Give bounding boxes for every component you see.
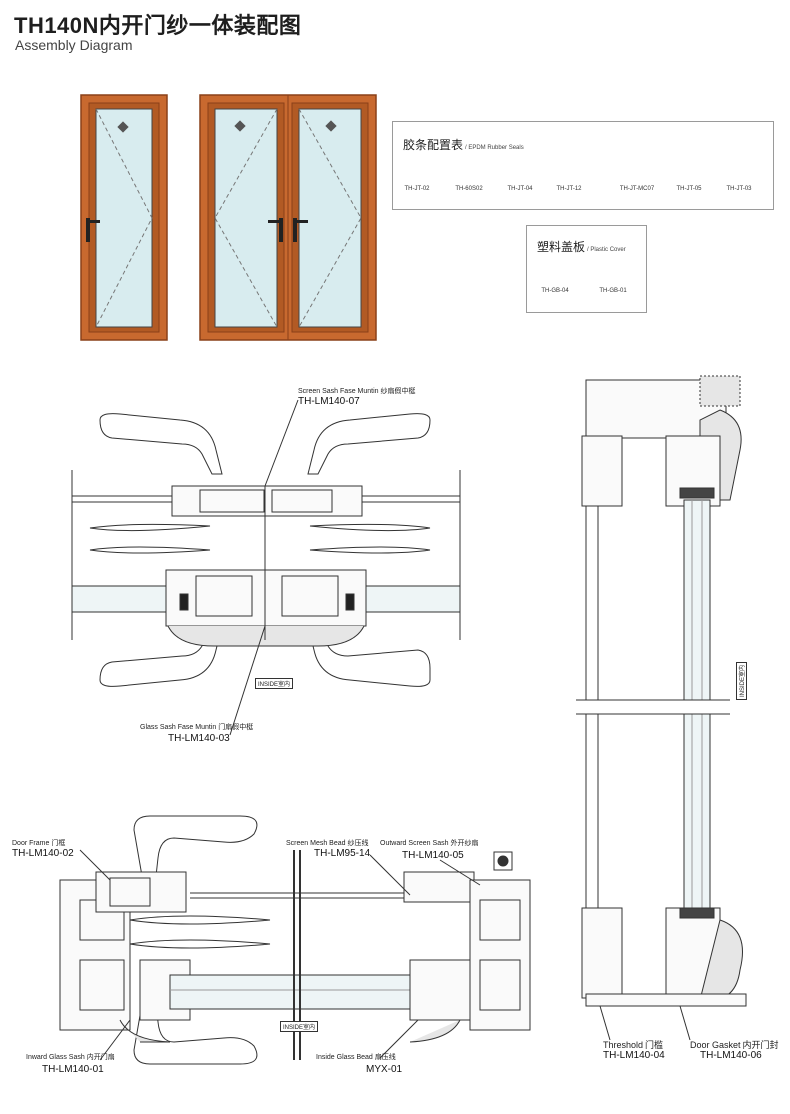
cover-label: TH-GB-04 xyxy=(541,288,569,294)
seal-label: TH-60S02 xyxy=(455,186,483,192)
screen-bead-code: TH-LM95-14 xyxy=(314,848,371,859)
vertical-section xyxy=(576,375,747,1041)
cover-box-title: 塑料盖板/ Plastic Cover xyxy=(537,238,626,255)
seal-label: TH-JT-03 xyxy=(726,186,752,192)
threshold-code: TH-LM140-04 xyxy=(603,1050,665,1061)
inward-sash-zh: 内开门扇 xyxy=(86,1054,115,1061)
glass-muntin-code: TH-LM140-03 xyxy=(168,733,230,744)
seals-title-zh: 胶条配置表 xyxy=(403,138,464,152)
glass-muntin-zh: 门扇假中梃 xyxy=(218,724,254,731)
seal-label: TH-JT-12 xyxy=(556,186,582,192)
door-frame-en: Door Frame xyxy=(12,840,50,847)
threshold-zh: 门槛 xyxy=(645,1040,664,1050)
cover-label: TH-GB-01 xyxy=(599,288,627,294)
top-horizontal-section xyxy=(71,399,461,736)
seals-title-en: / EPDM Rubber Seals xyxy=(465,145,524,151)
page-title: TH140N内开门纱一体装配图 xyxy=(14,13,302,38)
seals-box-title: 胶条配置表/ EPDM Rubber Seals xyxy=(403,136,524,153)
outward-sash-zh: 外开纱扇 xyxy=(450,840,479,847)
outward-sash-en: Outward Screen Sash xyxy=(380,840,449,847)
cover-title-en: / Plastic Cover xyxy=(587,247,626,253)
page-subtitle: Assembly Diagram xyxy=(15,37,133,53)
bottom-horizontal-section xyxy=(59,815,531,1065)
glass-muntin-en: Glass Sash Fase Muntin xyxy=(140,724,217,731)
glass-bead-en: Inside Glass Bead xyxy=(316,1054,373,1061)
double-door-elevation xyxy=(199,94,377,341)
seal-label: TH-JT-MC07 xyxy=(619,186,655,192)
threshold-en: Threshold xyxy=(603,1040,644,1050)
single-door-elevation xyxy=(80,94,168,341)
inside-tag-top: INSIDE室内 xyxy=(255,678,294,689)
door-frame-code: TH-LM140-02 xyxy=(12,848,74,859)
glass-bead-zh: 扇压线 xyxy=(374,1054,396,1061)
seal-label: TH-JT-04 xyxy=(507,186,533,192)
seal-label: TH-JT-02 xyxy=(404,186,430,192)
screen-muntin-zh: 纱扇假中梃 xyxy=(380,388,416,395)
inward-sash-code: TH-LM140-01 xyxy=(42,1064,104,1075)
seal-label: TH-JT-05 xyxy=(676,186,702,192)
inside-tag-bottom: INSIDE室内 xyxy=(280,1021,319,1032)
inside-tag-vertical: INSIDE室内 xyxy=(736,661,747,700)
plastic-cover-box: 塑料盖板/ Plastic Cover TH-GB-04 TH-GB-01 xyxy=(526,225,647,313)
rubber-seals-box: 胶条配置表/ EPDM Rubber Seals TH-JT-02 TH-60S… xyxy=(392,121,774,210)
gasket-zh: 内开门封 xyxy=(742,1040,779,1050)
screen-muntin-code: TH-LM140-07 xyxy=(298,396,360,407)
screen-muntin-en: Screen Sash Fase Muntin xyxy=(298,388,379,395)
screen-bead-zh: 纱压线 xyxy=(347,840,369,847)
gasket-code: TH-LM140-06 xyxy=(700,1050,762,1061)
outward-sash-code: TH-LM140-05 xyxy=(402,850,464,861)
cover-title-zh: 塑料盖板 xyxy=(537,240,586,254)
inward-sash-en: Inward Glass Sash xyxy=(26,1054,85,1061)
door-frame-zh: 门框 xyxy=(51,840,66,847)
glass-bead-code: MYX-01 xyxy=(366,1064,403,1075)
screen-bead-en: Screen Mesh Bead xyxy=(286,840,346,847)
gasket-en: Door Gasket xyxy=(690,1040,741,1050)
